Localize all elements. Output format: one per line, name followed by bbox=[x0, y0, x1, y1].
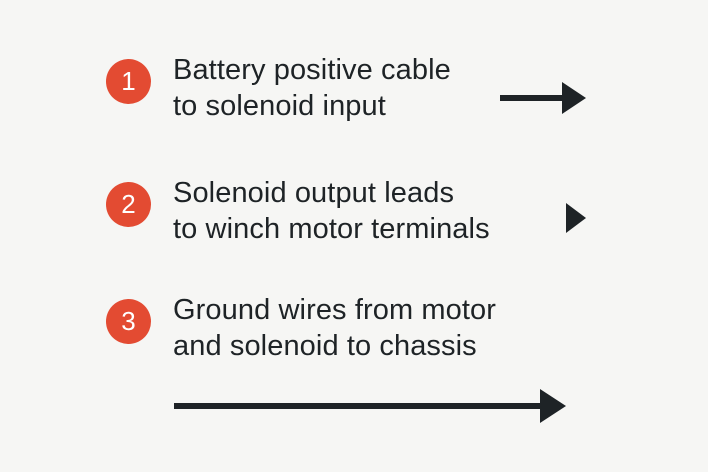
step-number-badge-2: 2 bbox=[106, 182, 151, 227]
arrow-3-head bbox=[540, 389, 566, 423]
step-1-line-1: Battery positive cable bbox=[173, 54, 451, 86]
step-1-line-2: to solenoid input bbox=[173, 90, 386, 122]
step-number-badge-1: 1 bbox=[106, 59, 151, 104]
arrow-2-head bbox=[566, 203, 586, 233]
arrow-right-icon bbox=[500, 82, 586, 114]
step-text-2: Solenoid output leads to winch motor ter… bbox=[173, 175, 490, 247]
step-3-line-1: Ground wires from motor bbox=[173, 294, 496, 326]
step-1: 1 Battery positive cable to solenoid inp… bbox=[106, 52, 451, 124]
step-text-1: Battery positive cable to solenoid input bbox=[173, 52, 451, 124]
arrow-right-long-icon bbox=[174, 389, 566, 423]
step-3: 3 Ground wires from motor and solenoid t… bbox=[106, 292, 496, 364]
step-2-line-2: to winch motor terminals bbox=[173, 213, 490, 245]
step-text-3: Ground wires from motor and solenoid to … bbox=[173, 292, 496, 364]
step-3-line-2: and solenoid to chassis bbox=[173, 330, 477, 362]
step-2-line-1: Solenoid output leads bbox=[173, 177, 455, 209]
step-2: 2 Solenoid output leads to winch motor t… bbox=[106, 175, 490, 247]
step-number-badge-3: 3 bbox=[106, 299, 151, 344]
arrow-1-head bbox=[562, 82, 586, 114]
triangle-right-icon bbox=[566, 203, 586, 233]
